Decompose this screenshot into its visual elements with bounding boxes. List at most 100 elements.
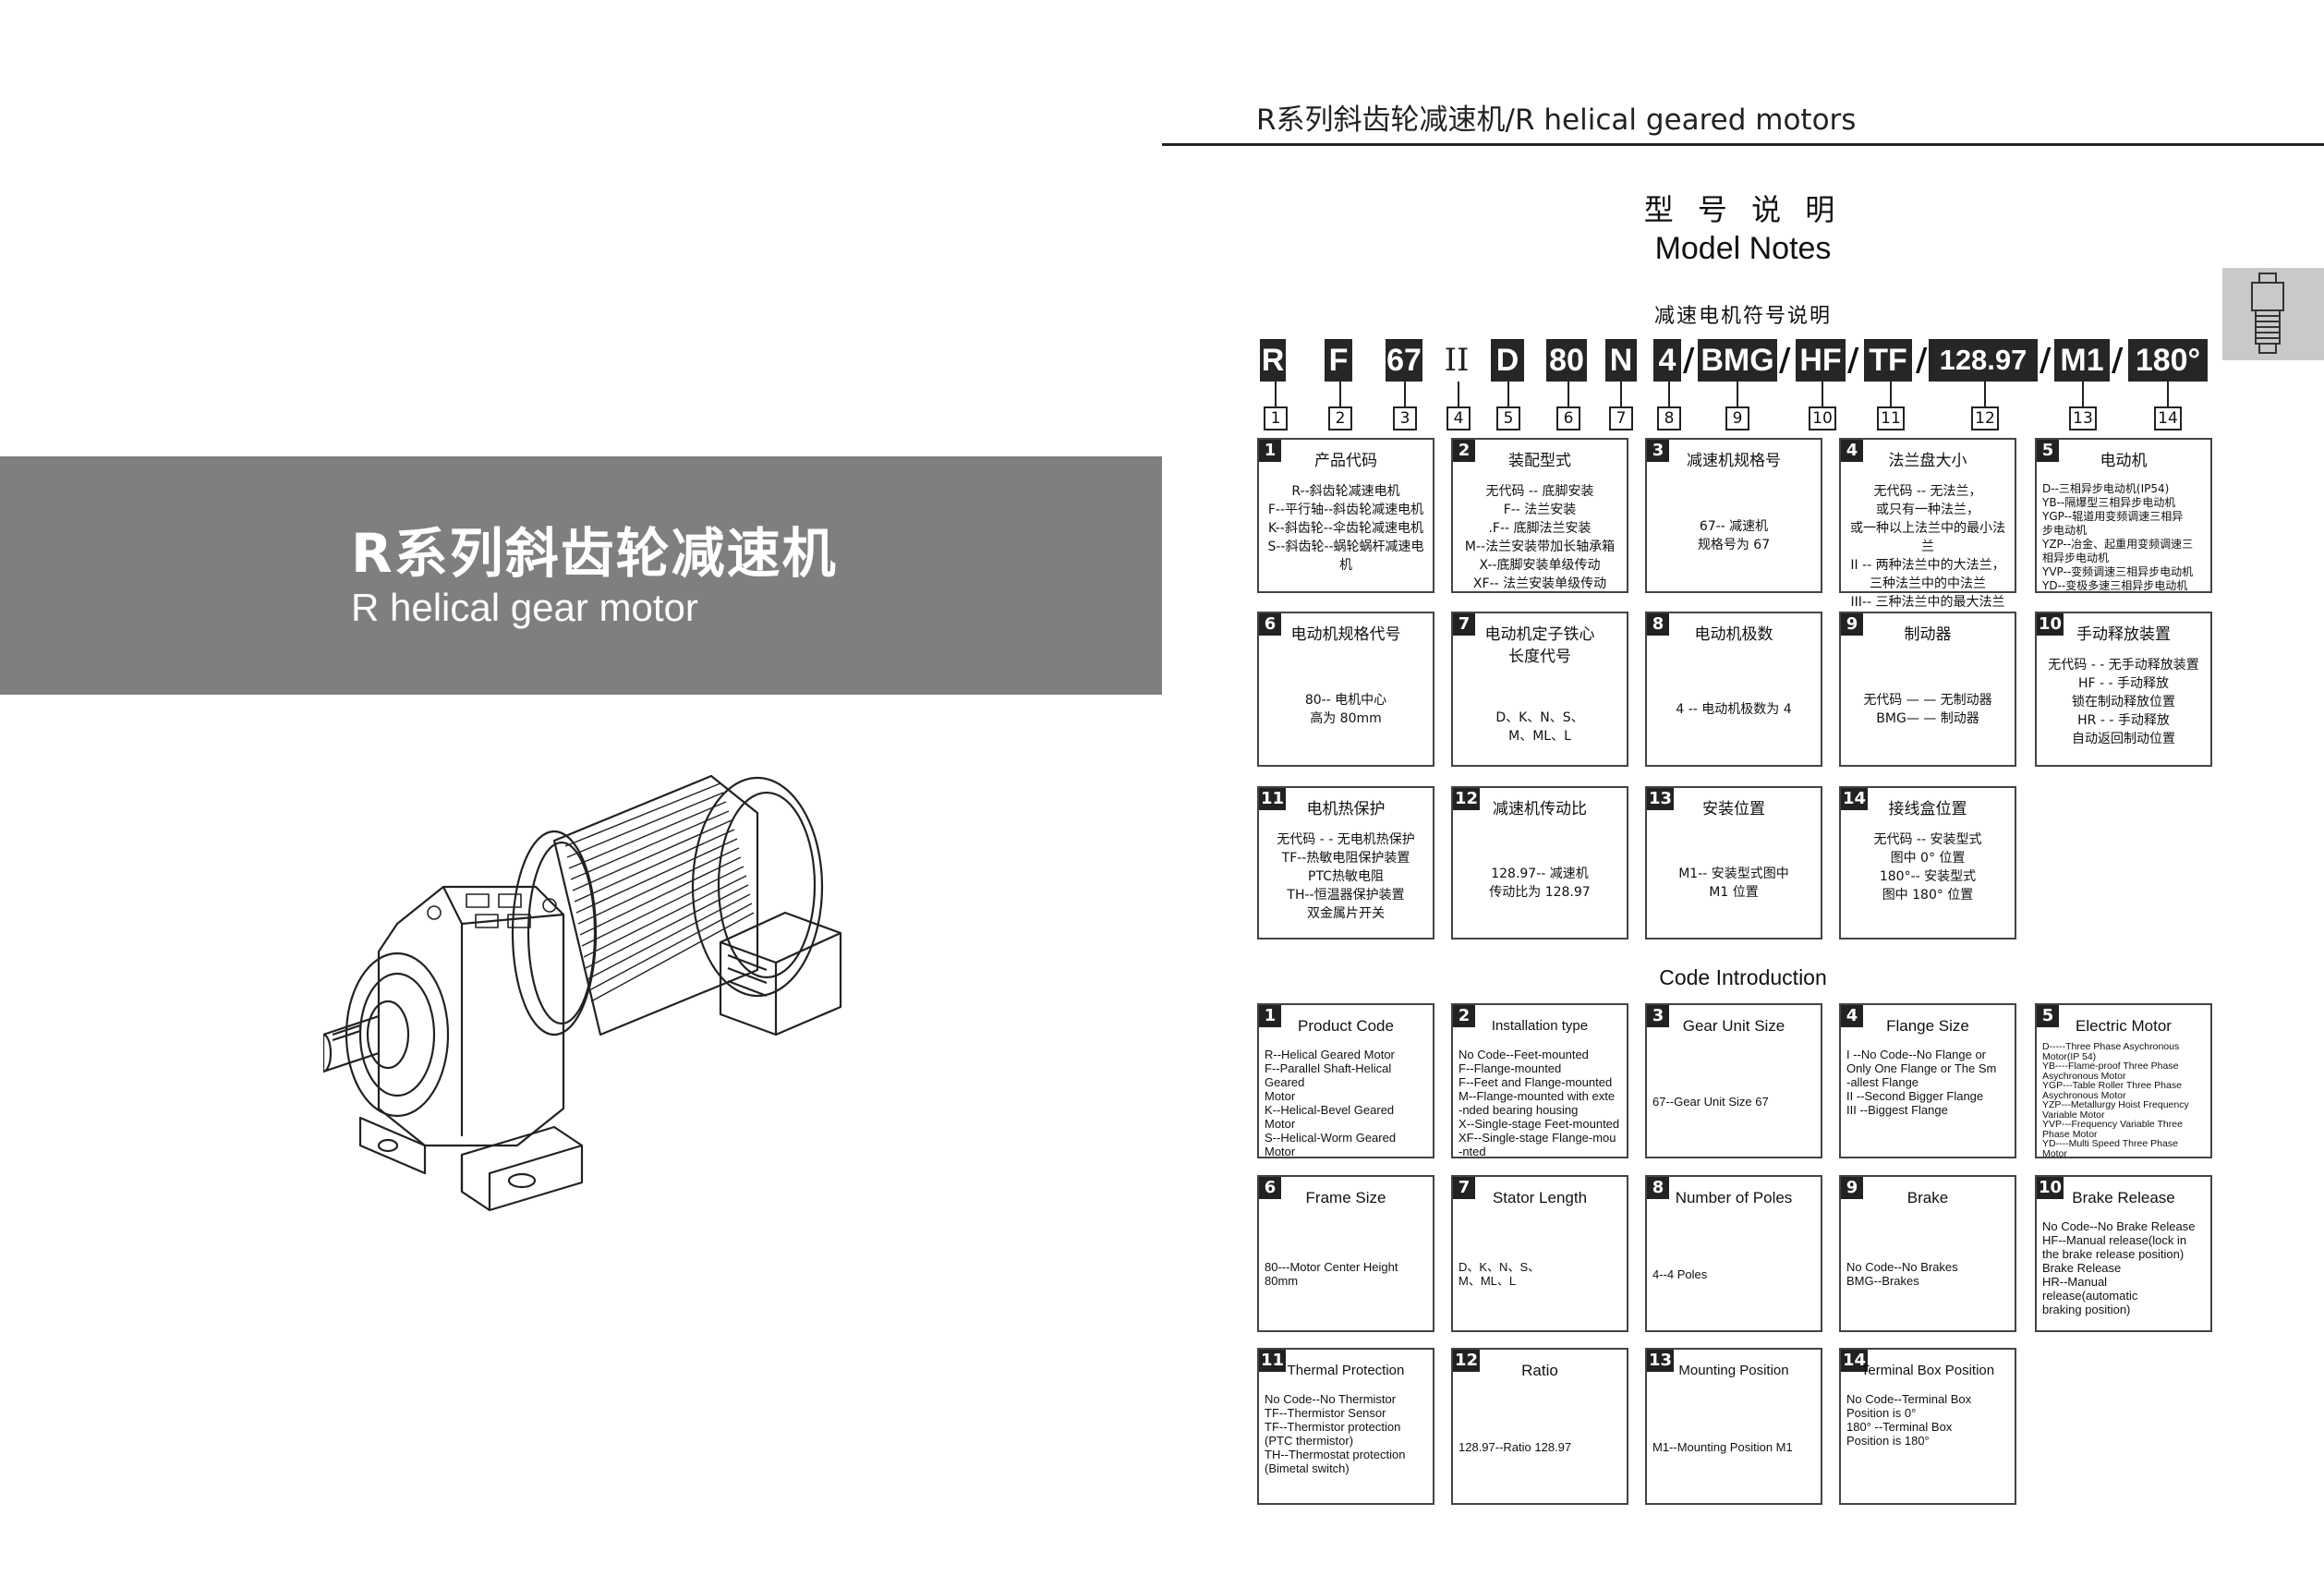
note-box-number: 6 (1259, 613, 1281, 636)
note-box-line: K--Helical-Bevel Geared Motor (1265, 1103, 1395, 1131)
note-box-number: 11 (1259, 788, 1287, 810)
note-box-title: 产品代码 (1314, 452, 1377, 470)
note-box-line: M--Flange-mounted with exte (1459, 1089, 1616, 1103)
code-cell: F (1325, 339, 1352, 382)
note-box-line: 图中 0° 位置 (1890, 851, 1966, 866)
note-box-line: HR - - 手动释放 (2077, 713, 2170, 728)
symbol-title: 减速电机符号说明 (1653, 305, 1832, 328)
note-box-line: III --Biggest Flange (1846, 1103, 1948, 1117)
note-box-line: 传动比为 128.97 (1489, 885, 1591, 900)
note-box-title: 电动机规格代号 (1290, 625, 1401, 644)
code-connector-line (1668, 382, 1670, 406)
note-box-line: D-----Three Phase Asychronous (2042, 1041, 2180, 1052)
note-box-line: the brake release position) (2042, 1247, 2185, 1261)
code-number: 13 (2069, 406, 2097, 430)
note-box-title: 制动器 (1904, 625, 1952, 644)
note-box-body: 4--4 Poles (1652, 1267, 1815, 1281)
note-box-title: Ratio (1521, 1362, 1558, 1379)
note-box-line: .F-- 底脚法兰安装 (1488, 521, 1592, 536)
note-box-number: 12 (1453, 1350, 1481, 1372)
note-box-number: 5 (2037, 440, 2059, 462)
note-box-line: 80-- 电机中心 (1304, 693, 1387, 708)
code-introduction-title: Code Introduction (1659, 965, 1827, 989)
note-box-line: 图中 180° 位置 (1882, 888, 1974, 903)
note-box-number: 13 (1647, 1350, 1675, 1372)
note-box-number: 1 (1259, 1005, 1281, 1027)
note-box-line: K--斜齿轮--伞齿轮减速电机 (1268, 521, 1423, 536)
note-box-title: 法兰盘大小 (1888, 452, 1967, 470)
code-separator: / (2040, 342, 2052, 379)
note-box-title: 安装位置 (1702, 800, 1765, 818)
page-header: R系列斜齿轮减速机/R helical geared motors (1256, 103, 1857, 137)
note-box-body: 128.97-- 减速机传动比为 128.97 (1459, 865, 1621, 902)
note-box-title: 电动机定子铁心 (1484, 625, 1595, 644)
note-box-line: 锁在制动释放位置 (2072, 695, 2175, 709)
code-number: 4 (1446, 406, 1471, 430)
note-box-line: F--平行轴--斜齿轮减速电机 (1267, 503, 1424, 517)
note-box-line: D、K、N、S、 (1459, 1260, 1541, 1274)
note-box-number: 12 (1453, 788, 1481, 810)
note-box-line: M1-- 安装型式图中 (1678, 867, 1789, 881)
note-box-line: XF--Single-stage Flange-mou (1459, 1131, 1616, 1145)
note-box-line: 无代码 -- 安装型式 (1873, 832, 1982, 847)
code-separator: / (1779, 342, 1791, 379)
note-box-title: Frame Size (1305, 1189, 1386, 1206)
code-separator: / (1683, 342, 1695, 379)
note-box-title: 装配型式 (1508, 452, 1571, 470)
note-box-line: YGP--辊道用变频调速三相异 (2042, 510, 2184, 523)
note-box-number: 9 (1841, 1177, 1863, 1199)
note-box-line: YD--变极多速三相异步电动机 (2042, 579, 2188, 592)
note-box-line: HF--Manual release(lock in (2042, 1233, 2187, 1247)
code-number: 7 (1609, 406, 1633, 430)
note-box-line: 高为 80mm (1310, 711, 1382, 726)
note-box-number: 13 (1647, 788, 1675, 810)
note-box-line: 67--Gear Unit Size 67 (1652, 1094, 1769, 1109)
note-box-line: TF--Thermistor Sensor (1265, 1406, 1386, 1420)
code-connector-line (2082, 382, 2084, 406)
note-box-line: 80---Motor Center Height (1265, 1260, 1398, 1274)
note-box-line: F-- 法兰安装 (1503, 503, 1577, 517)
banner-title-zh: R系列斜齿轮减速机 (351, 522, 838, 585)
note-box-line: HR--Manual release(automatic (2042, 1275, 2138, 1303)
code-separator: / (2112, 342, 2124, 379)
note-box-number: 1 (1259, 440, 1281, 462)
note-box-line: F--Parallel Shaft-Helical Geared (1265, 1061, 1392, 1089)
code-number: 1 (1264, 406, 1288, 430)
code-connector-line (1890, 382, 1892, 406)
note-box-line: Asychronous Motor (2042, 1070, 2126, 1082)
note-box-line: YZP--冶金、起重用变频调速三 (2042, 538, 2194, 551)
note-box-line: 128.97--Ratio 128.97 (1459, 1439, 1572, 1454)
note-box-title: Flange Size (1886, 1017, 1969, 1035)
note-box-line: YD----Multi Speed Three Phase (2042, 1138, 2178, 1149)
note-box-line: I --No Code--No Flange or (1846, 1048, 1986, 1061)
code-connector-line (1404, 382, 1406, 406)
code-connector-line (1984, 382, 1986, 406)
note-box-line: braking position) (2042, 1303, 2131, 1316)
note-box-line: II --Second Bigger Flange (1846, 1089, 1984, 1103)
note-box-title: Electric Motor (2076, 1017, 2172, 1035)
note-box-number: 11 (1259, 1350, 1287, 1372)
note-box-line: Motor(IP 54) (2042, 1050, 2097, 1062)
note-box-body: 128.97--Ratio 128.97 (1459, 1440, 1621, 1454)
note-box-number: 7 (1453, 613, 1475, 636)
note-box-line: YB--隔爆型三相异步电动机 (2042, 496, 2176, 509)
code-cell: R (1260, 339, 1286, 382)
note-box-title: Mounting Position (1678, 1363, 1789, 1378)
